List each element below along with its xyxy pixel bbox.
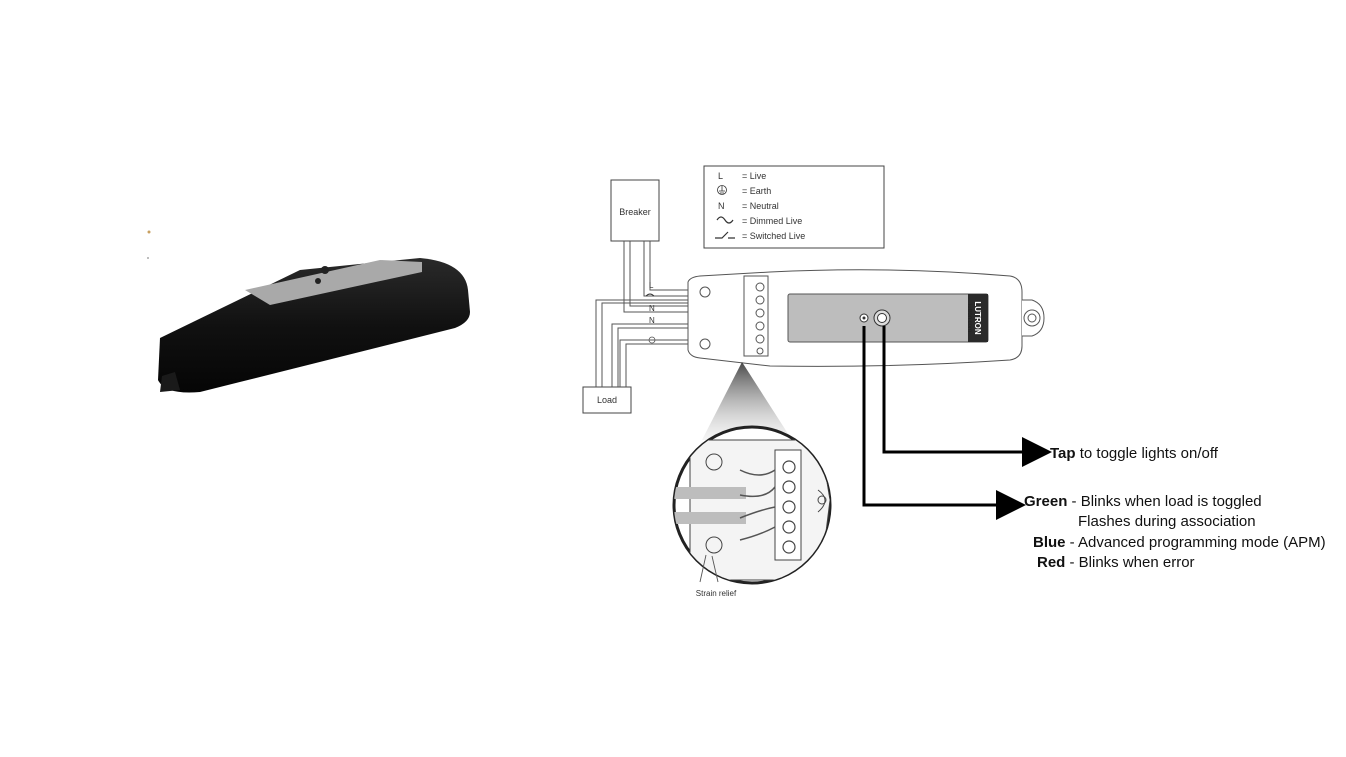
green-callout-bold: Green [1024, 493, 1068, 510]
led-arrow [862, 326, 1026, 520]
blue-callout: Blue - Advanced programming mode (APM) [1033, 533, 1326, 553]
legend-live: = Live [742, 171, 766, 181]
tap-callout-text: to toggle lights on/off [1075, 445, 1218, 462]
device-button [315, 278, 321, 284]
svg-text:N: N [718, 201, 725, 211]
terminal-neutral-label-2: N [649, 316, 655, 325]
legend-neutral: = Neutral [742, 201, 779, 211]
legend-dimmed-live: = Dimmed Live [742, 216, 802, 226]
green-callout-text: - Blinks when load is toggled [1067, 493, 1262, 510]
terminal-live-label: L [649, 281, 654, 290]
earth-icon [717, 185, 727, 195]
device-photo [147, 230, 470, 393]
brand-url: lutron.com [966, 304, 972, 332]
dimmed-live-icon [716, 216, 734, 224]
terminal-neutral-label-1: N [649, 304, 655, 313]
blue-callout-bold: Blue [1033, 534, 1066, 551]
zoom-detail: Strain relief [672, 425, 832, 598]
strain-relief-label: Strain relief [696, 589, 737, 598]
load-box: Load [582, 386, 632, 414]
breaker-box: Breaker [610, 179, 660, 242]
red-callout-bold: Red [1037, 554, 1066, 571]
green-callout-text2: Flashes during association [1078, 513, 1256, 530]
breaker-label: Breaker [619, 207, 651, 217]
legend-switched-live: = Switched Live [742, 231, 805, 241]
tap-callout: Tap to toggle lights on/off [1050, 444, 1218, 464]
device-led [321, 266, 329, 274]
green-callout-line2: Flashes during association [1078, 512, 1256, 532]
device-diagram: LUTRON lutron.com [687, 269, 1045, 367]
wiring [595, 241, 700, 387]
zoom-beam [702, 362, 792, 440]
legend-symbol-live: L [718, 171, 723, 181]
load-label: Load [597, 395, 617, 405]
red-callout-text: - Blinks when error [1065, 554, 1195, 571]
green-callout: Green - Blinks when load is toggled [1024, 492, 1262, 512]
legend-earth: = Earth [742, 186, 771, 196]
device-label-panel [245, 260, 422, 305]
switched-live-icon [715, 231, 735, 239]
legend-box: L N = Live = Earth = Neutral = Dimmed Li… [703, 165, 885, 249]
callout-lines [862, 326, 1052, 520]
tap-arrow [882, 326, 1052, 467]
red-callout: Red - Blinks when error [1037, 553, 1195, 573]
tap-callout-bold: Tap [1050, 445, 1076, 462]
brand-label: LUTRON [973, 301, 982, 335]
blue-callout-text: - Advanced programming mode (APM) [1065, 534, 1326, 551]
